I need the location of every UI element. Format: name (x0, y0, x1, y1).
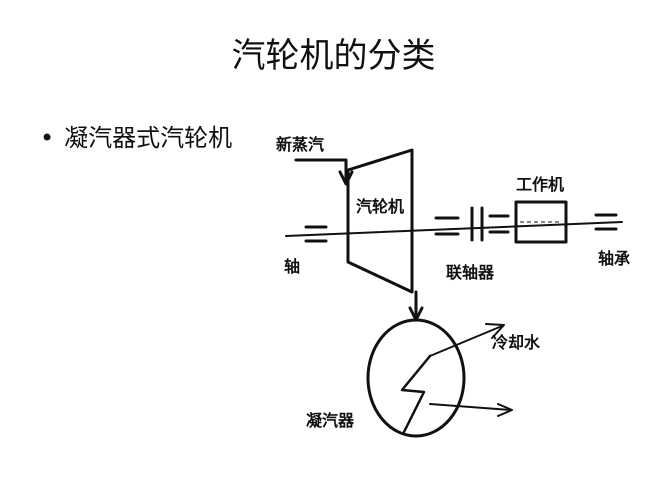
label-fresh-steam: 新蒸汽 (276, 135, 324, 154)
label-cooling-water: 冷却水 (492, 333, 541, 352)
label-work-machine: 工作机 (516, 175, 564, 194)
steam-inlet-arrow (338, 170, 354, 186)
condenser-shell (366, 318, 466, 438)
slide-title: 汽轮机的分类 (231, 36, 436, 76)
steam-inlet-pipe (294, 158, 348, 182)
cooling-water-outlet (429, 403, 511, 411)
label-coupling: 联轴器 (446, 263, 495, 282)
label-turbine: 汽轮机 (356, 197, 404, 216)
label-condenser: 凝汽器 (306, 411, 355, 430)
label-shaft: 轴 (284, 257, 300, 276)
bullet-text: 凝汽器式汽轮机 (64, 124, 233, 152)
bullet-item: • 凝汽器式汽轮机 (40, 118, 232, 153)
bullet-dot-icon: • (40, 124, 55, 152)
cooling-coil (400, 354, 432, 434)
outlet-arrow (497, 403, 513, 417)
cooling-water-inlet (429, 325, 503, 357)
label-bearing: 轴承 (598, 249, 630, 268)
work-machine-box (514, 200, 568, 244)
cooling-water-arrow (485, 323, 505, 339)
turbine-body (346, 148, 414, 294)
